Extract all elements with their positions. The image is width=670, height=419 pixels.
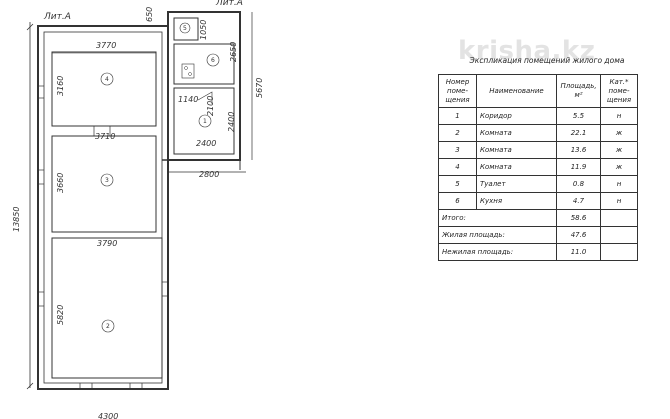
table-row: 6 Кухня 4.7 н bbox=[438, 192, 638, 210]
table-row: 3 Комната 13.6 ж bbox=[438, 141, 638, 159]
header-category: Кат.* поме- щения bbox=[600, 74, 638, 108]
living-area-row: Жилая площадь: 47.6 bbox=[438, 226, 638, 244]
table-row: 1 Коридор 5.5 н bbox=[438, 107, 638, 125]
room2-width-dim: 3790 bbox=[97, 239, 117, 248]
corridor-2400-vert-dim: 2400 bbox=[227, 112, 236, 132]
total-height-dim: 13850 bbox=[12, 207, 21, 232]
bottom-width-dim: 4300 bbox=[98, 412, 118, 419]
header-area: Площадь, м² bbox=[556, 74, 601, 108]
room2-height-dim: 5820 bbox=[56, 305, 65, 325]
lit-label: Лит.А bbox=[43, 12, 71, 22]
room4-height-dim: 3160 bbox=[56, 76, 65, 96]
annex-width-dim: 2800 bbox=[199, 170, 219, 179]
room4-width-dim: 3770 bbox=[96, 41, 116, 50]
table-title: Экспликация помещений жилого дома bbox=[469, 56, 625, 65]
room5-number: 5 bbox=[183, 25, 187, 32]
room3-number: 3 bbox=[105, 177, 109, 184]
watermark: krisha.kz bbox=[458, 36, 596, 66]
room-6-kitchen bbox=[173, 43, 235, 85]
total-row: Итого: 58.6 bbox=[438, 209, 638, 227]
room-4 bbox=[51, 51, 157, 127]
room-5-wc bbox=[173, 17, 199, 41]
room-1-corridor bbox=[173, 87, 235, 155]
floor-plan: 13850 Лит.А 650 Лит.А 3770 3160 4 3710 3… bbox=[12, 0, 264, 419]
top-small-dim: 650 bbox=[145, 7, 154, 22]
room6-number: 6 bbox=[211, 57, 215, 64]
explication-table: Номер поме- щения Наименование Площадь, … bbox=[438, 74, 638, 261]
corridor-2400-horiz-dim: 2400 bbox=[196, 139, 216, 148]
room-2 bbox=[51, 237, 163, 379]
room3-height-dim: 3660 bbox=[56, 173, 65, 193]
room-3 bbox=[51, 135, 157, 233]
top-right-label: Лит.А bbox=[215, 0, 243, 8]
header-number: Номер поме- щения bbox=[438, 74, 477, 108]
room4-number: 4 bbox=[105, 76, 109, 83]
room1-number: 1 bbox=[203, 118, 207, 125]
kitchen-height-dim: 2650 bbox=[229, 42, 238, 62]
stove-icon bbox=[181, 63, 195, 79]
room3-width-dim: 3710 bbox=[95, 132, 115, 141]
non-living-area-row: Нежилая площадь: 11.0 bbox=[438, 243, 638, 261]
room2-number: 2 bbox=[106, 323, 110, 330]
header-name: Наименование bbox=[476, 74, 557, 108]
table-row: 2 Комната 22.1 ж bbox=[438, 124, 638, 142]
table-row: 4 Комната 11.9 ж bbox=[438, 158, 638, 176]
corridor-2100-dim: 2100 bbox=[206, 96, 215, 116]
wc-height-dim: 1050 bbox=[199, 20, 208, 40]
annex-height-dim: 5670 bbox=[255, 78, 264, 98]
corridor-1140-dim: 1140 bbox=[178, 95, 198, 104]
table-row: 5 Туалет 0.8 н bbox=[438, 175, 638, 193]
